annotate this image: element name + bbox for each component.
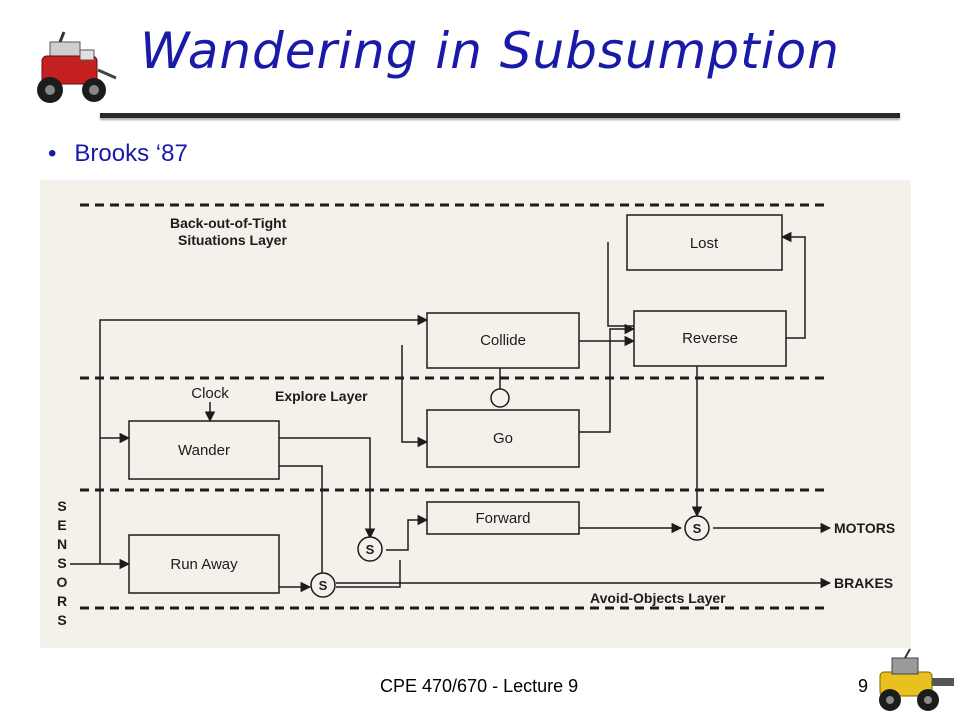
module-reverse-label: Reverse — [682, 330, 738, 347]
suppressor-label-3: S — [693, 521, 702, 536]
bullet-dot: • — [48, 140, 57, 167]
module-go-label: Go — [493, 430, 513, 447]
output-motors-label: MOTORS — [834, 520, 895, 536]
wire-suppressor-forward — [386, 514, 429, 551]
suppressor-label-1: S — [366, 542, 375, 557]
subsumption-diagram: Back-out-of-Tight Situations Layer Explo… — [40, 180, 911, 648]
module-runaway-label: Run Away — [170, 556, 238, 573]
clock-label: Clock — [191, 385, 229, 402]
wire-go-reverse — [579, 323, 636, 433]
slide-title: Wandering in Subsumption — [140, 22, 840, 80]
bullet-text: Brooks ‘87 — [74, 140, 188, 167]
sensors-letter: S — [57, 498, 66, 514]
wire-reverse-lost — [780, 231, 806, 339]
layer-label-backout-2: Situations Layer — [178, 232, 287, 248]
layer-label-explore: Explore Layer — [275, 388, 368, 404]
module-lost-label: Lost — [690, 235, 719, 252]
module-forward-label: Forward — [475, 510, 530, 527]
sensors-letter: O — [57, 574, 68, 590]
wire-suppressor-goal — [336, 560, 401, 588]
layer-label-avoid: Avoid-Objects Layer — [590, 590, 726, 606]
collide-inhibitor-node — [490, 388, 510, 408]
bullet-item: • Brooks ‘87 — [48, 140, 188, 168]
diagram-canvas: Back-out-of-Tight Situations Layer Explo… — [57, 203, 895, 628]
sensors-letter: S — [57, 555, 66, 571]
sensors-letter: R — [57, 593, 67, 609]
module-lost-box — [626, 214, 783, 271]
module-wander-label: Wander — [178, 442, 230, 459]
title-divider — [100, 113, 900, 118]
robot-yellow-icon — [879, 648, 954, 711]
wire-sensors-collide — [99, 314, 429, 564]
module-wander-box — [128, 420, 280, 480]
wire-wander-suppressor — [279, 437, 376, 540]
suppressor-node-2 — [310, 572, 336, 598]
sensors-letter: E — [57, 517, 66, 533]
suppressor-node-1 — [357, 536, 383, 562]
wire-lost-reverse — [607, 242, 634, 327]
page-number: 9 — [858, 676, 869, 696]
robot-logo-icon — [37, 31, 117, 103]
output-brakes-label: BRAKES — [834, 575, 893, 591]
sensors-letter: S — [57, 612, 66, 628]
wire-wander-lower — [279, 465, 323, 573]
sensors-letter: N — [57, 536, 67, 552]
suppressor-label-2: S — [319, 578, 328, 593]
suppressor-node-3 — [684, 515, 710, 541]
wire-sensors-go — [401, 345, 429, 448]
footer-text: CPE 470/670 - Lecture 9 — [380, 676, 579, 696]
layer-label-backout-1: Back-out-of-Tight — [170, 215, 287, 231]
module-collide-label: Collide — [480, 332, 526, 349]
